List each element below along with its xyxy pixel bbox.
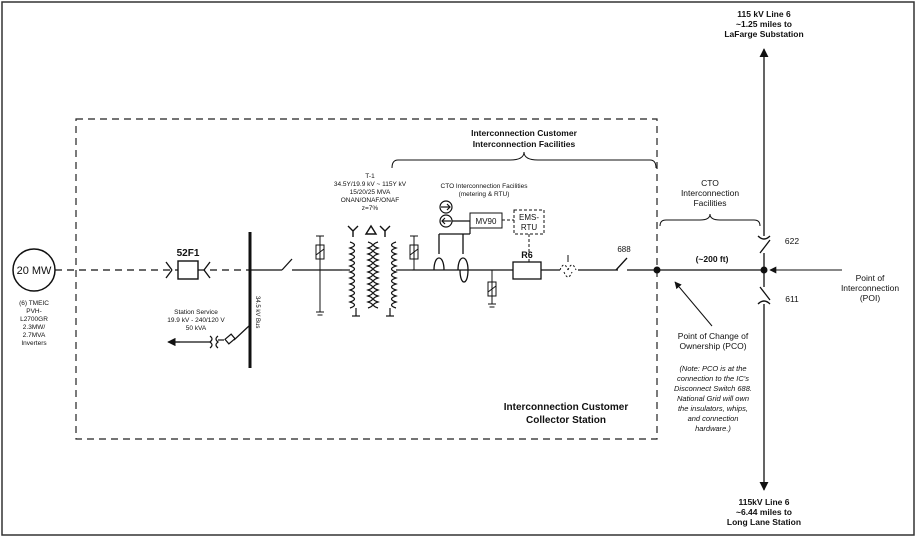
collector-station-boundary (75, 118, 658, 440)
breaker-label: 52F1 (177, 248, 200, 259)
svg-text:Collector Station: Collector Station (526, 415, 606, 426)
svg-text:Interconnection Customer: Interconnection Customer (471, 128, 577, 138)
svg-text:Interconnection Customer: Interconnection Customer (504, 402, 629, 413)
svg-text:Facilities: Facilities (693, 198, 726, 208)
line6-north-label: 115 kV Line 6 ~1.25 miles to LaFarge Sub… (724, 9, 803, 39)
switch-622-label: 622 (785, 236, 799, 246)
svg-text:(POI): (POI) (860, 293, 880, 303)
svg-text:115kV Line 6: 115kV Line 6 (738, 497, 789, 507)
svg-text:(6) TMEIC: (6) TMEIC (19, 300, 49, 307)
svg-text:2.3MW/: 2.3MW/ (23, 324, 46, 331)
ems-rtu (513, 209, 545, 235)
svg-text:Point of Change of: Point of Change of (678, 331, 749, 341)
svg-text:(Note: PCO is at the: (Note: PCO is at the (679, 364, 746, 373)
svg-text:the insulators, whips,: the insulators, whips, (678, 404, 748, 413)
rtu-label-1: EMS- (519, 213, 539, 222)
svg-text:LaFarge Substation: LaFarge Substation (724, 29, 803, 39)
current-transformers (433, 233, 470, 283)
svg-text:34.5Y/19.9 kV ~ 115Y kV: 34.5Y/19.9 kV ~ 115Y kV (334, 181, 407, 188)
svg-text:2.7MVA: 2.7MVA (23, 332, 46, 339)
svg-text:Long Lane Station: Long Lane Station (727, 517, 801, 527)
line6-south-label: 115kV Line 6 ~6.44 miles to Long Lane St… (727, 497, 801, 527)
svg-text:Disconnect Switch 688.: Disconnect Switch 688. (674, 384, 752, 393)
recloser-r6 (512, 261, 542, 280)
ic-facilities-label: Interconnection Customer Interconnection… (471, 128, 577, 149)
metering-symbols (439, 200, 471, 234)
generator-label: 20 MW (17, 265, 52, 277)
breaker-52f1: 52F1 (165, 248, 211, 280)
generator-description: (6) TMEIC PVH- L2700GR 2.3MW/ 2.7MVA Inv… (19, 300, 49, 347)
svg-text:ONAN/ONAF/ONAF: ONAN/ONAF/ONAF (341, 197, 400, 204)
surge-arrester-1 (315, 235, 325, 316)
generator: 20 MW (12, 248, 56, 292)
pco-label: Point of Change of Ownership (PCO) (678, 331, 749, 351)
cto-metering-label: CTO Interconnection Facilities (metering… (441, 183, 529, 198)
svg-text:115 kV Line 6: 115 kV Line 6 (737, 9, 791, 19)
svg-text:L2700GR: L2700GR (20, 316, 48, 323)
disconnect-switch-688 (615, 257, 628, 271)
svg-text:Station Service: Station Service (174, 309, 218, 316)
svg-text:~1.25 miles to: ~1.25 miles to (736, 19, 792, 29)
poi-label: Point of Interconnection (POI) (841, 273, 899, 303)
svg-text:(metering & RTU): (metering & RTU) (459, 191, 510, 198)
disconnect-switch-622 (759, 239, 771, 254)
svg-text:connection to the IC's: connection to the IC's (677, 374, 749, 383)
svg-text:CTO: CTO (701, 178, 719, 188)
svg-text:and connection: and connection (688, 414, 739, 423)
bus-label: 34.5 kV Bus (254, 296, 260, 328)
surge-arrester-2 (409, 235, 419, 270)
svg-text:19.9 kV - 240/120 V: 19.9 kV - 240/120 V (167, 317, 225, 324)
svg-text:Point of: Point of (856, 273, 885, 283)
meter-label: MV90 (476, 217, 497, 226)
pco-note: (Note: PCO is at the connection to the I… (674, 364, 752, 433)
svg-text:hardware.): hardware.) (695, 424, 731, 433)
svg-text:~6.44 miles to: ~6.44 miles to (736, 507, 792, 517)
pco-arrow (674, 281, 713, 327)
svg-text:Interconnection: Interconnection (681, 188, 739, 198)
svg-text:National Grid will own: National Grid will own (677, 394, 749, 403)
disconnect-switch-611 (759, 286, 771, 301)
switch-688-label: 688 (617, 245, 631, 254)
transformer-label: T-1 34.5Y/19.9 kV ~ 115Y kV 15/20/25 MVA… (334, 173, 407, 212)
svg-text:PVH-: PVH- (26, 308, 42, 315)
rtu-label-2: RTU (521, 223, 538, 232)
svg-text:Interconnection: Interconnection (841, 283, 899, 293)
switch-611-label: 611 (785, 294, 799, 304)
svg-text:Ownership (PCO): Ownership (PCO) (679, 341, 746, 351)
recloser-label: R6 (521, 250, 533, 260)
voltage-transformer (559, 255, 577, 278)
svg-text:Interconnection Facilities: Interconnection Facilities (473, 139, 576, 149)
distance-label: (~200 ft) (696, 254, 729, 264)
collector-station-label: Interconnection Customer Collector Stati… (504, 402, 629, 426)
svg-text:15/20/25 MVA: 15/20/25 MVA (350, 189, 391, 196)
svg-text:Inverters: Inverters (21, 340, 47, 347)
cto-facilities-bracket (659, 213, 761, 227)
svg-text:50 kVA: 50 kVA (186, 325, 207, 332)
surge-arrester-3 (487, 270, 497, 308)
svg-text:z=7%: z=7% (362, 205, 379, 212)
winding-symbols (347, 224, 391, 237)
svg-text:CTO Interconnection Facilities: CTO Interconnection Facilities (441, 183, 529, 190)
station-service-label: Station Service 19.9 kV - 240/120 V 50 k… (167, 309, 225, 332)
svg-text:T-1: T-1 (365, 173, 375, 180)
ic-facilities-bracket (391, 151, 657, 169)
station-service-transformer (170, 324, 251, 349)
cto-facilities-label: CTO Interconnection Facilities (681, 178, 739, 208)
transformer-t1 (342, 241, 412, 317)
disconnect-switch-bus (281, 258, 293, 271)
